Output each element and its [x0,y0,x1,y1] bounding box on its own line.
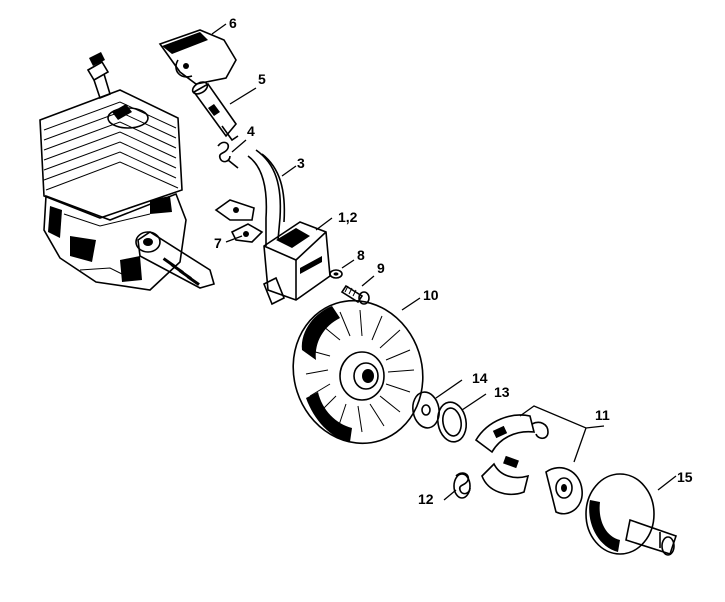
label-part-11: 11 [595,407,610,423]
label-part-13: 13 [494,384,510,400]
part-labels: 6 5 4 3 1,2 7 8 9 10 14 13 11 12 15 [214,15,693,507]
label-part-1-2: 1,2 [338,209,358,225]
label-part-14: 14 [472,370,488,386]
label-part-15: 15 [677,469,693,485]
label-part-9: 9 [377,260,385,276]
label-part-8: 8 [357,247,365,263]
part-13-ring [436,393,487,443]
part-1-2-ignition-module [262,217,333,306]
label-part-7: 7 [214,235,222,251]
part-5-boot [191,81,257,142]
part-3-ignition-wire [247,149,297,246]
part-10-flywheel [292,297,424,445]
part-15-clutch-drum [585,473,678,556]
engine-block-illustration [39,52,215,291]
label-part-3: 3 [297,155,305,171]
part-7-clip [214,199,264,243]
part-9-screw [340,275,375,305]
part-8-washer [329,259,355,279]
label-part-12: 12 [418,491,434,507]
part-6-cover [158,23,237,85]
label-part-5: 5 [258,71,266,87]
label-part-10: 10 [423,287,439,303]
part-14-washer [412,379,463,429]
part-4-spring [217,139,247,169]
part-11-clutch [474,405,605,515]
label-part-6: 6 [229,15,237,31]
label-part-4: 4 [247,123,255,139]
part-12-spring [443,472,471,501]
